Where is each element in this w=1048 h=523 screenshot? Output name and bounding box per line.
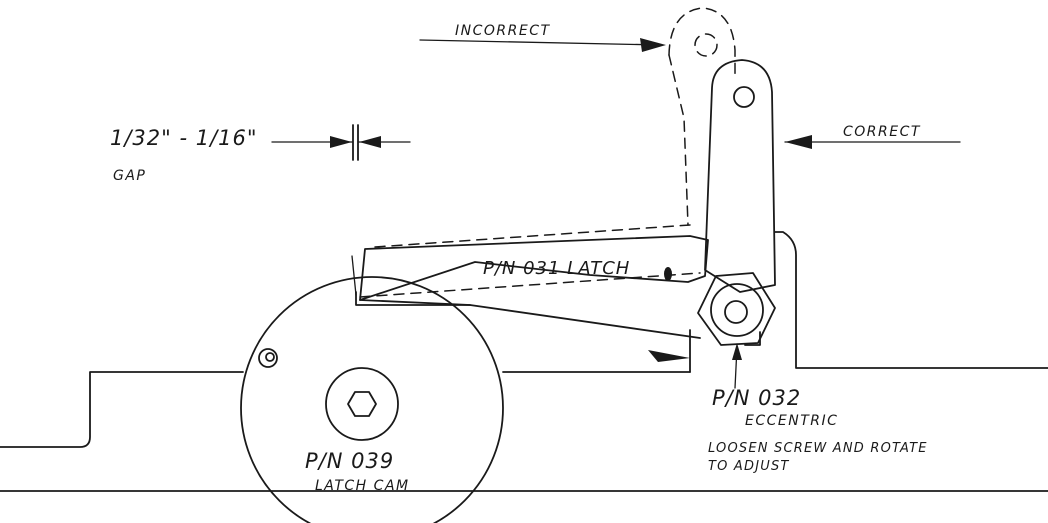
incorrect-leader bbox=[419, 39, 663, 46]
cam-hub bbox=[325, 367, 399, 441]
hex-socket-icon bbox=[347, 391, 377, 417]
incorrect-arrow-icon bbox=[640, 38, 666, 52]
incorrect-link-hole bbox=[694, 33, 718, 57]
cam-pn-label: P/N 039 bbox=[305, 449, 394, 473]
gap-word-label: GAP bbox=[113, 168, 146, 184]
gap-value-label: 1/32" - 1/16" bbox=[110, 126, 258, 150]
latch-contact-arrow-icon bbox=[648, 350, 690, 362]
incorrect-link-outline bbox=[668, 7, 736, 79]
latch-mark bbox=[664, 267, 672, 281]
incorrect-position bbox=[359, 7, 736, 298]
incorrect-label: INCORRECT bbox=[455, 23, 551, 39]
correct-label: CORRECT bbox=[843, 124, 921, 140]
eccentric-pn-label: P/N 032 bbox=[712, 386, 801, 410]
correct-arrow-icon bbox=[785, 135, 812, 149]
latch-cam bbox=[240, 276, 504, 523]
right-frame bbox=[689, 231, 1048, 373]
upright-link-body bbox=[704, 59, 776, 293]
incorrect-link-side bbox=[668, 54, 689, 226]
left-frame bbox=[0, 371, 244, 448]
upright-link-hole bbox=[733, 86, 755, 108]
eccentric-hex bbox=[697, 272, 776, 346]
eccentric bbox=[697, 272, 776, 346]
upright-link-correct bbox=[704, 59, 776, 293]
eccentric-ring bbox=[710, 283, 764, 337]
latch-arm-lower bbox=[359, 299, 701, 339]
cam-pin-inner bbox=[265, 352, 275, 362]
gap-arrow-left-icon bbox=[359, 136, 381, 148]
incorrect-latch-top bbox=[374, 224, 691, 248]
eccentric-center bbox=[724, 300, 748, 324]
instruction-line-2: TO ADJUST bbox=[708, 459, 790, 474]
instruction-line-1: LOOSEN SCREW AND ROTATE bbox=[708, 441, 928, 456]
gap-arrow-right-icon bbox=[330, 136, 352, 148]
latch-arm-end bbox=[351, 255, 357, 296]
latch-stop bbox=[355, 291, 471, 306]
gap-indicator bbox=[271, 124, 411, 161]
latch-arm-correct bbox=[351, 235, 709, 339]
eccentric-name-label: ECCENTRIC bbox=[745, 413, 838, 429]
latch-arm-body bbox=[359, 235, 709, 301]
cam-name-label: LATCH CAM bbox=[315, 478, 410, 494]
eccentric-arrow-icon bbox=[732, 343, 742, 360]
latch-label: P/N 031 LATCH bbox=[483, 258, 630, 279]
incorrect-latch-bottom bbox=[359, 272, 701, 298]
latch-cam-body bbox=[240, 276, 504, 523]
cam-pin bbox=[258, 348, 278, 368]
